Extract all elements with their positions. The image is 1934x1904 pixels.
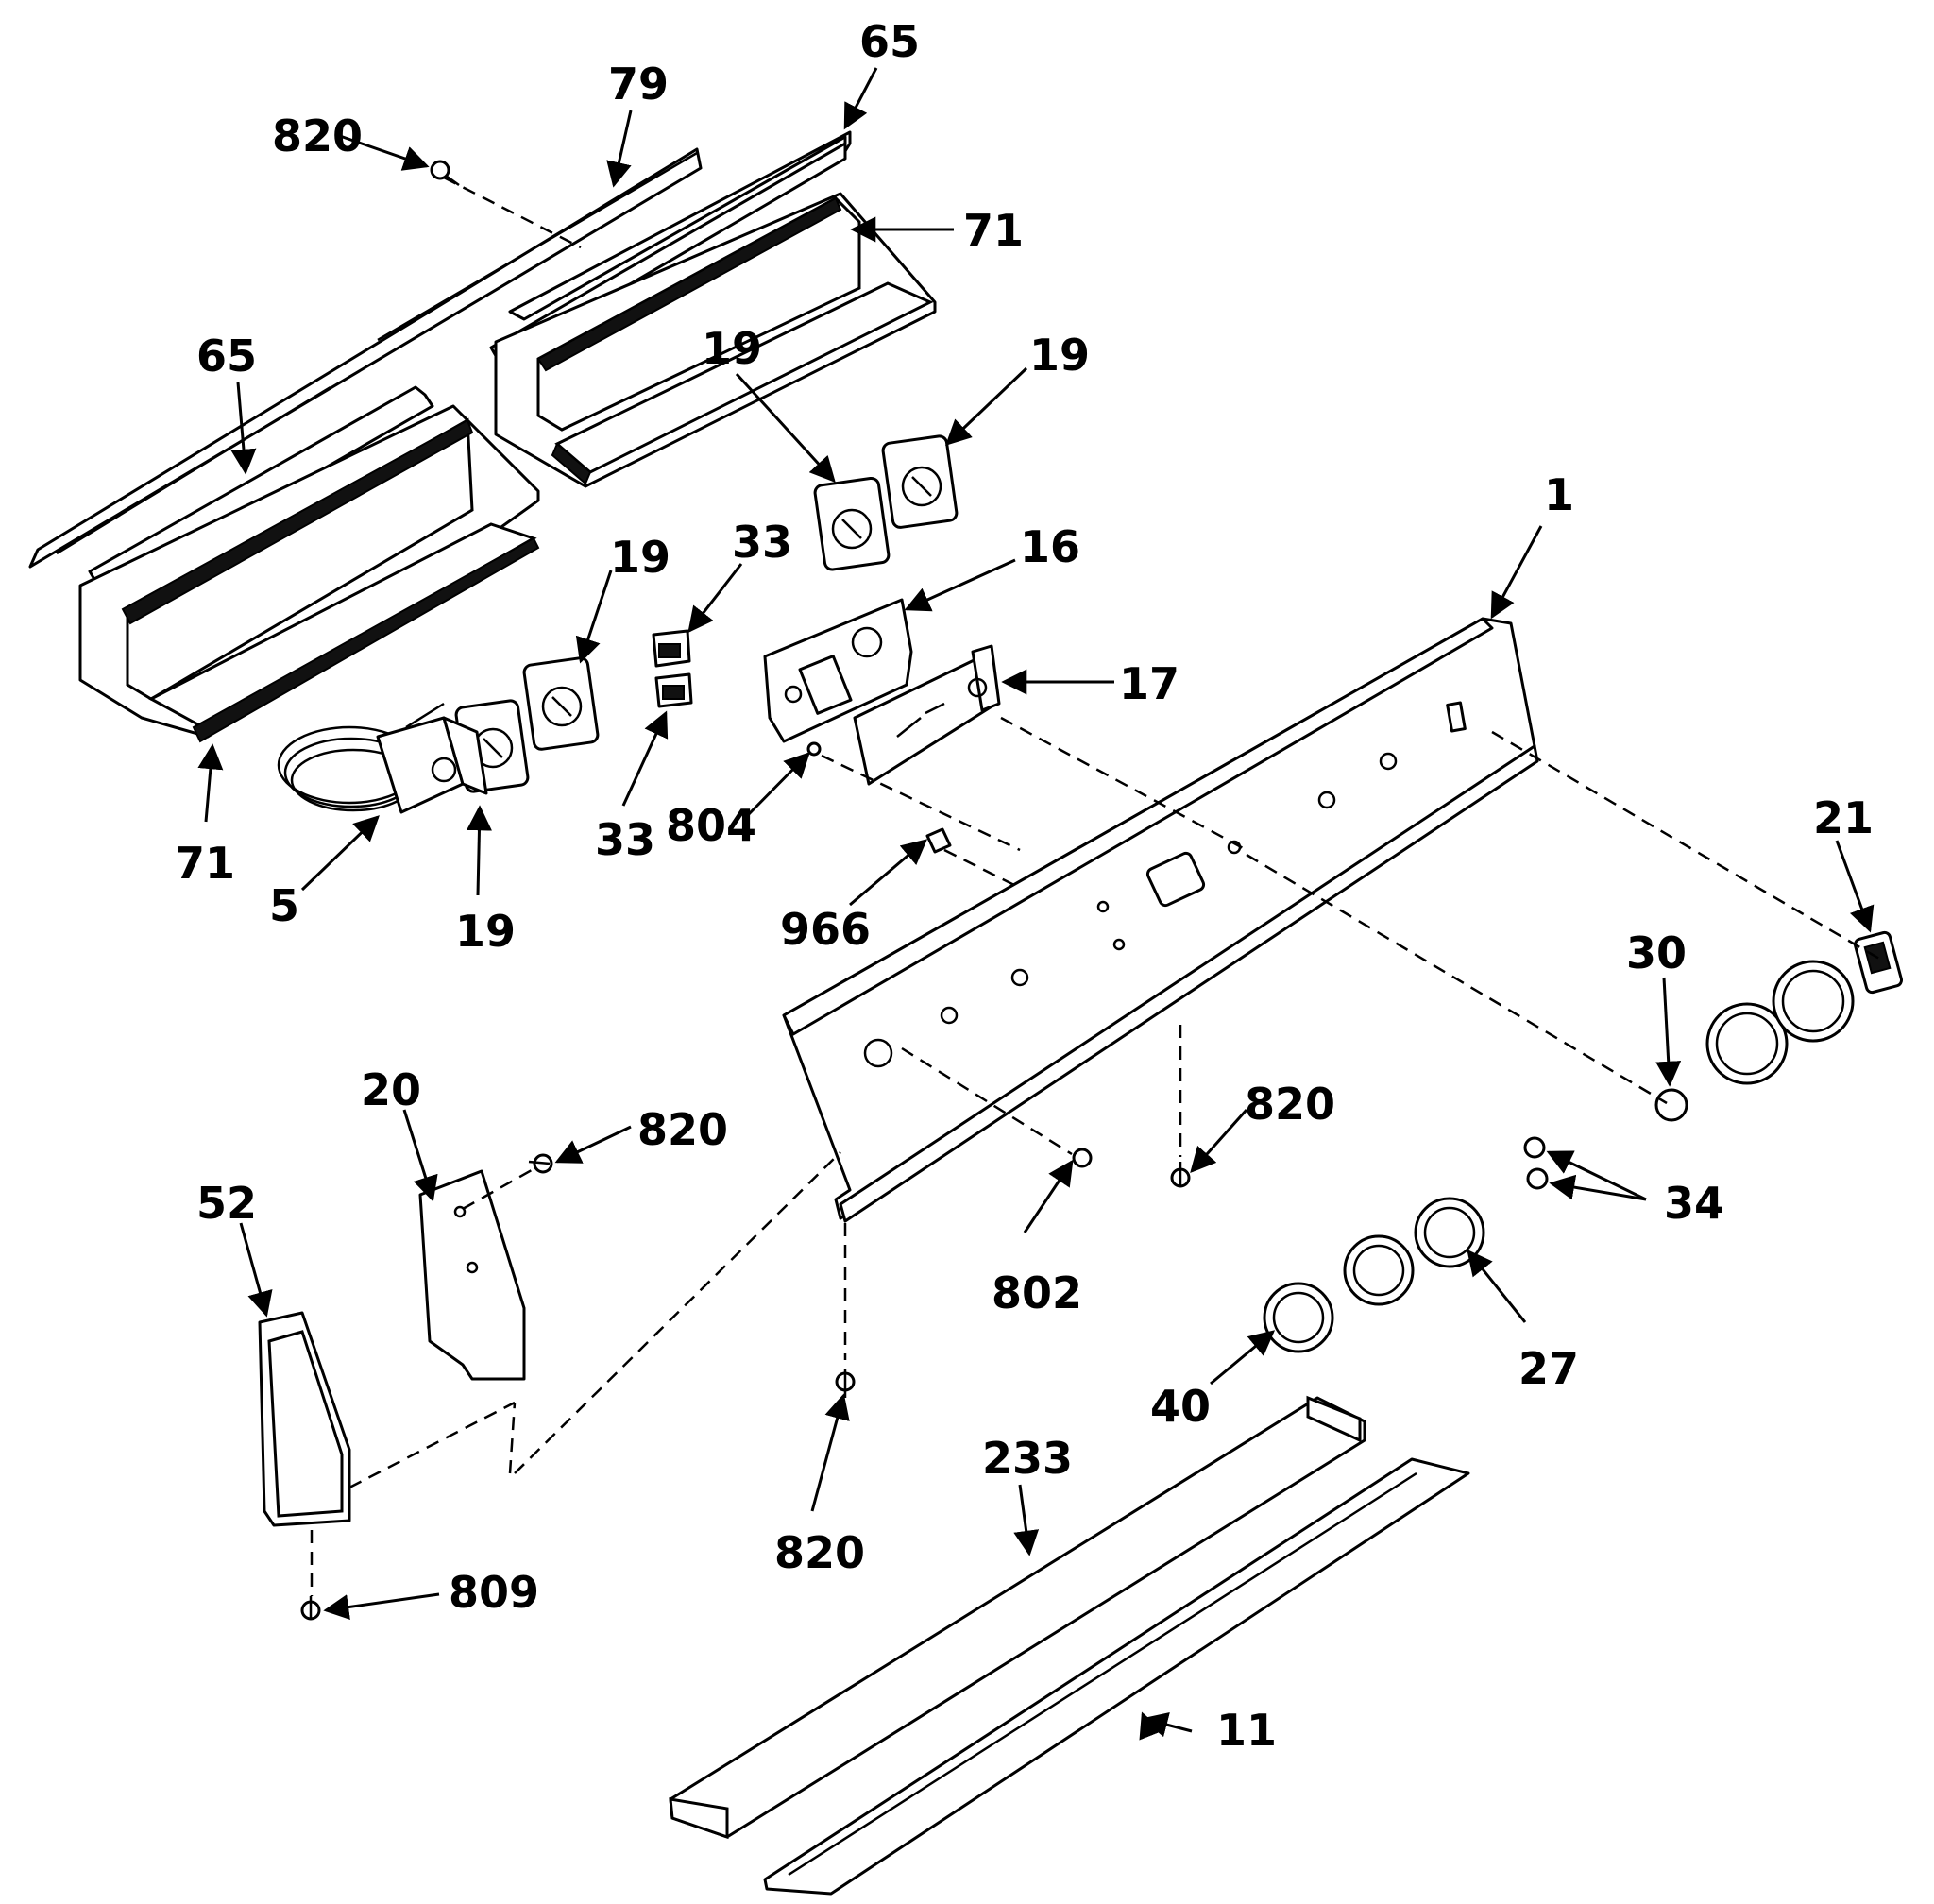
callout-40: 40 [1150, 1381, 1211, 1432]
screw-809 [300, 1596, 321, 1621]
insulation-box-71-lower [78, 404, 540, 743]
callout-966: 966 [780, 904, 871, 955]
callout-65-top: 65 [859, 16, 920, 67]
callout-802: 802 [992, 1267, 1082, 1318]
rocker-switch-21 [1853, 930, 1904, 994]
relay-33-b [654, 672, 693, 708]
assembly-lines [310, 176, 1880, 1596]
callout-19-d: 19 [455, 906, 516, 957]
knob-27 [1414, 1197, 1485, 1268]
bracket-17 [853, 644, 1001, 786]
knob-small-30 [1654, 1088, 1688, 1122]
screw-820-top [430, 160, 460, 187]
callout-820-bottom: 820 [774, 1527, 865, 1578]
switch-19-c [522, 656, 600, 751]
nuts-34 [1523, 1136, 1549, 1190]
callout-16: 16 [1020, 521, 1080, 572]
knob-upper-a [1705, 1002, 1789, 1085]
callout-79: 79 [608, 59, 669, 110]
callout-820-left: 820 [637, 1104, 728, 1155]
callout-19-c: 19 [610, 532, 670, 583]
timer-16 [763, 598, 913, 743]
callout-65-left: 65 [196, 331, 257, 382]
callout-233: 233 [982, 1433, 1073, 1484]
callout-27: 27 [1518, 1343, 1579, 1394]
callout-30: 30 [1626, 927, 1687, 978]
screw-820-left [528, 1153, 553, 1174]
callout-labels: 820 79 65 71 65 19 19 19 33 16 1 17 71 5… [175, 16, 1874, 1756]
relay-33-a [652, 629, 691, 668]
insulation-box-71-upper [494, 192, 937, 488]
callout-1: 1 [1544, 469, 1574, 520]
callout-71-upper: 71 [963, 205, 1024, 256]
switch-19-b [881, 434, 959, 529]
callout-5: 5 [269, 880, 299, 931]
callout-33-top: 33 [732, 517, 792, 568]
callout-20: 20 [361, 1064, 421, 1115]
knob-upper-b [1772, 960, 1855, 1043]
callout-820-top: 820 [272, 110, 363, 162]
thermostat-5 [277, 702, 488, 814]
callout-52: 52 [196, 1178, 257, 1229]
knob-middle [1343, 1234, 1415, 1306]
clip-966 [925, 827, 952, 854]
switch-19-a [813, 476, 891, 571]
screw-820-bottom [835, 1369, 856, 1398]
insulation-strip-233 [669, 1395, 1366, 1840]
screw-802 [1072, 1148, 1093, 1168]
callout-33-bottom: 33 [595, 814, 655, 865]
callout-804: 804 [666, 800, 756, 851]
callout-820-mid: 820 [1245, 1079, 1335, 1130]
callout-17: 17 [1119, 658, 1179, 709]
callout-19-a: 19 [702, 323, 762, 374]
leader-arrows [197, 67, 1875, 1741]
trim-strip-79 [28, 147, 703, 569]
knob-40 [1263, 1282, 1334, 1353]
screw-820-mid [1170, 1162, 1191, 1188]
callout-21: 21 [1813, 792, 1874, 843]
callout-34: 34 [1664, 1178, 1724, 1229]
trim-strip-11 [763, 1457, 1470, 1896]
screw-804 [806, 741, 822, 756]
callout-11: 11 [1216, 1705, 1277, 1756]
callout-19-b: 19 [1029, 330, 1090, 381]
callout-71-lower: 71 [175, 838, 235, 889]
end-cap-52 [258, 1311, 351, 1527]
control-panel-1 [782, 617, 1539, 1223]
callout-809: 809 [449, 1567, 539, 1618]
